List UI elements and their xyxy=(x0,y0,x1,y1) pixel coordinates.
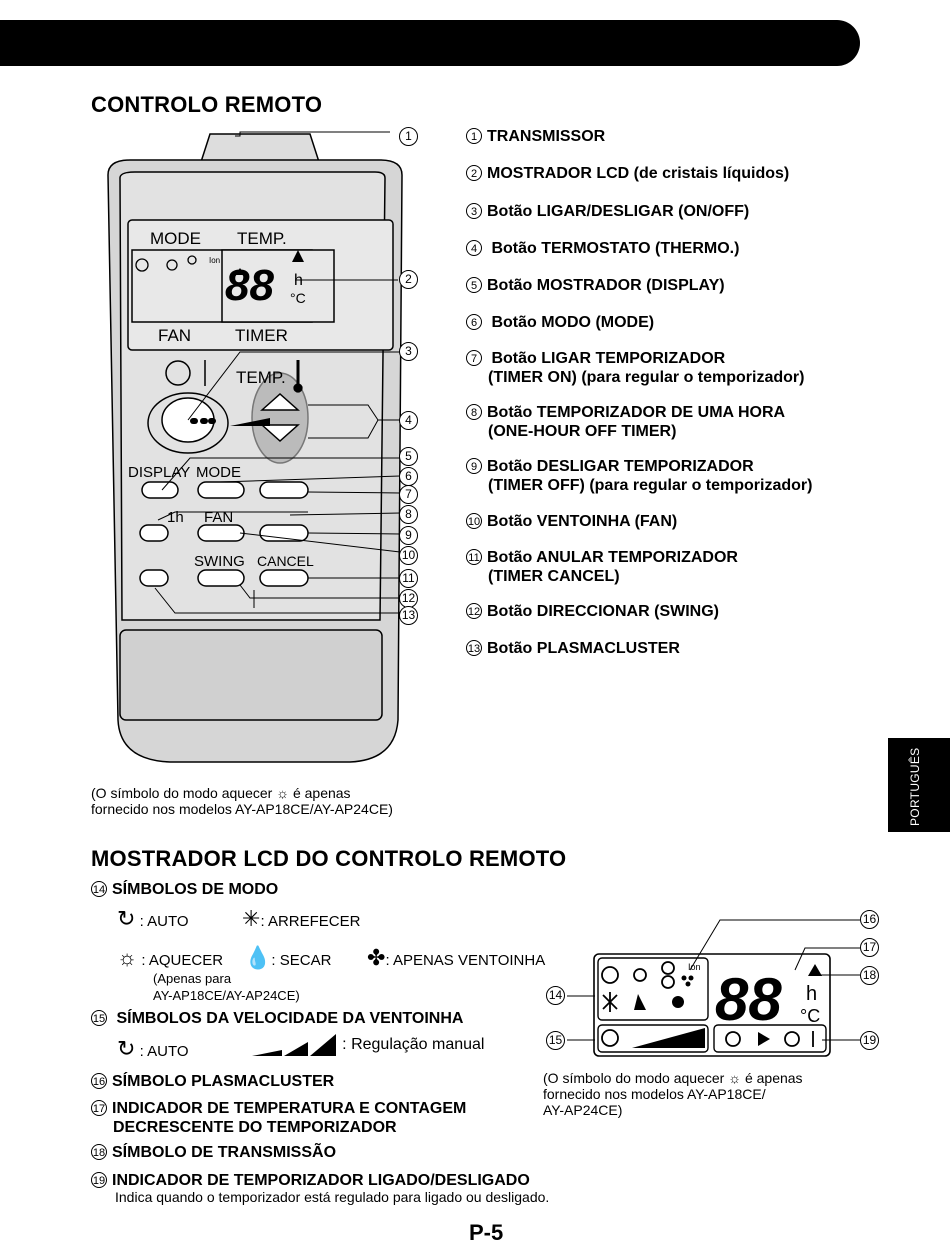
remote-control-illustration: MODE TEMP. FAN TIMER 88 h °C Ion TEMP. D… xyxy=(107,131,403,763)
callout-10: 10 xyxy=(399,546,418,565)
header-bar xyxy=(0,20,860,66)
section-title-lcd: MOSTRADOR LCD DO CONTROLO REMOTO xyxy=(91,846,567,871)
lcd-large-h: h xyxy=(806,983,817,1005)
sun-icon: ☼ xyxy=(276,785,290,801)
heat-mode-note-2: (O símbolo do modo aquecer ☼ é apenas fo… xyxy=(543,1070,803,1118)
sun-icon xyxy=(633,968,647,982)
callout-1: 1 xyxy=(399,127,418,146)
auto-icon xyxy=(601,966,619,984)
sun-icon xyxy=(166,259,178,271)
clock-icon xyxy=(725,1031,741,1047)
callout-12: 12 xyxy=(399,589,418,608)
lcd-large-illustration: 88 h °C Ion xyxy=(593,953,831,1057)
callout-9: 9 xyxy=(399,526,418,545)
lcd-ion: Ion xyxy=(209,256,220,265)
fan-icon xyxy=(672,996,684,1008)
lcd-temp-label: TEMP. xyxy=(237,229,287,248)
callout-16: 16 xyxy=(860,910,879,929)
cancel-label: CANCEL xyxy=(257,553,314,569)
list-item: 7 Botão LIGAR TEMPORIZADOR(TIMER ON) (pa… xyxy=(466,349,804,387)
transmission-triangle xyxy=(292,250,304,262)
one-hour-label: 1h xyxy=(167,509,184,526)
snowflake-icon: ✳ xyxy=(242,906,261,931)
lcd-timer-label: TIMER xyxy=(235,326,288,345)
callout-17: 17 xyxy=(860,938,879,957)
sun-icon: ☼ xyxy=(117,945,138,970)
callout-3: 3 xyxy=(399,342,418,361)
lcd-large-c: °C xyxy=(800,1006,820,1026)
list-item: 6 Botão MODO (MODE) xyxy=(466,313,654,332)
fan-speed-bar-icon xyxy=(252,1034,336,1056)
list-item: 4 Botão TERMOSTATO (THERMO.) xyxy=(466,239,739,258)
language-tab: PORTUGUÊS xyxy=(888,738,950,832)
lcd-c: °C xyxy=(290,290,306,306)
swing-label: SWING xyxy=(194,553,245,570)
lcd-fan-bar xyxy=(230,418,270,426)
s15-title: 15 SÍMBOLOS DA VELOCIDADE DA VENTOINHA xyxy=(91,1010,464,1027)
display-label: DISPLAY xyxy=(128,464,190,481)
callout-4: 4 xyxy=(399,411,418,430)
plus-icon xyxy=(661,961,675,975)
lcd-h: h xyxy=(294,272,303,289)
callout-13: 13 xyxy=(399,606,418,625)
lcd-mode-label: MODE xyxy=(150,229,201,248)
callout-2: 2 xyxy=(399,270,418,289)
callout-5: 5 xyxy=(399,447,418,466)
play-icon xyxy=(758,1032,770,1046)
callout-8: 8 xyxy=(399,505,418,524)
s19-desc: Indica quando o temporizador está regula… xyxy=(115,1189,550,1205)
lcd-large-digits: 88 xyxy=(715,966,782,1033)
fan-auto-icon xyxy=(601,1029,619,1047)
callout-18: 18 xyxy=(860,966,879,985)
auto-icon xyxy=(135,258,149,272)
sun-icon: ☼ xyxy=(728,1070,742,1086)
dry-icon: 💧 xyxy=(244,945,272,970)
heat-mode-note: (O símbolo do modo aquecer ☼ é apenas fo… xyxy=(91,785,393,817)
callout-6: 6 xyxy=(399,467,418,486)
callout-14: 14 xyxy=(546,986,565,1005)
transmitter-shape xyxy=(199,133,321,166)
callout-15: 15 xyxy=(546,1031,565,1050)
callout-11: 11 xyxy=(399,569,418,588)
page-number: P-5 xyxy=(469,1220,504,1245)
temp-label: TEMP. xyxy=(236,368,286,387)
section-title-remote: CONTROLO REMOTO xyxy=(91,92,323,117)
transmission-triangle-icon xyxy=(808,964,822,976)
lcd-leader-lines xyxy=(567,919,860,1041)
callout-19: 19 xyxy=(860,1031,879,1050)
mode-btn-label: MODE xyxy=(196,464,241,481)
auto-icon: ↻ xyxy=(117,1036,136,1061)
minus-icon xyxy=(661,975,675,989)
lcd-fan-label: FAN xyxy=(158,326,191,345)
fan-btn-label: FAN xyxy=(204,509,233,526)
lcd-large-ion: Ion xyxy=(688,962,701,972)
callout-7: 7 xyxy=(399,485,418,504)
fan-speed-bar xyxy=(632,1028,705,1048)
auto-icon: ↻ xyxy=(117,906,136,931)
off-icon xyxy=(784,1031,800,1047)
fan-icon: ✤ xyxy=(367,945,386,970)
lcd-digits: 88 xyxy=(225,261,274,310)
dry-icon xyxy=(634,994,646,1010)
